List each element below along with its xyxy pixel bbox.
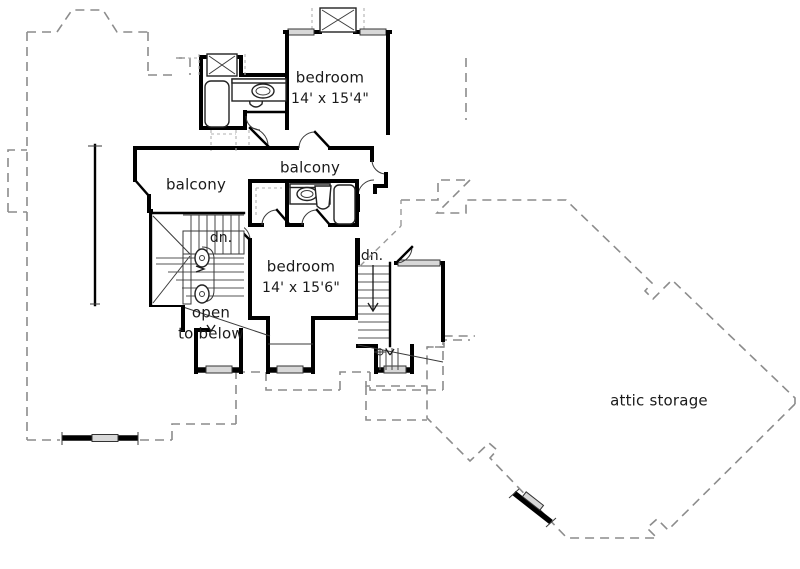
attic-storage-outline: [365, 58, 796, 539]
exterior-wall-bottom-left: [61, 432, 139, 445]
stair-right: [356, 238, 445, 374]
bathroom-lower: [248, 179, 359, 227]
ceiling-slope-lines: [359, 200, 402, 267]
attic-window: [508, 488, 557, 528]
balcony-left-walls: [133, 130, 250, 213]
bedroom-top-label: bedroom: [296, 69, 364, 87]
bedroom-lower-label: bedroom: [267, 258, 335, 276]
roof-footprint-outline-left: [7, 9, 470, 441]
bedroom-lower-dimensions: 14' x 15'6": [262, 280, 340, 296]
attic-storage-label: attic storage: [610, 392, 708, 410]
stair-right-direction-label: dn.: [361, 248, 383, 264]
open-to-below-label-line1: open: [192, 304, 230, 322]
stair-left: [149, 211, 246, 307]
balcony-right-label: balcony: [280, 159, 340, 177]
bathroom-upper: [176, 53, 289, 152]
open-to-below-label-line2: to below: [178, 325, 244, 343]
balcony-railing-line: [88, 143, 102, 307]
stair-left-direction-label: dn.: [210, 230, 232, 246]
bedroom-top-dimensions: 14' x 15'4": [291, 91, 369, 107]
balcony-left-label: balcony: [166, 176, 226, 194]
